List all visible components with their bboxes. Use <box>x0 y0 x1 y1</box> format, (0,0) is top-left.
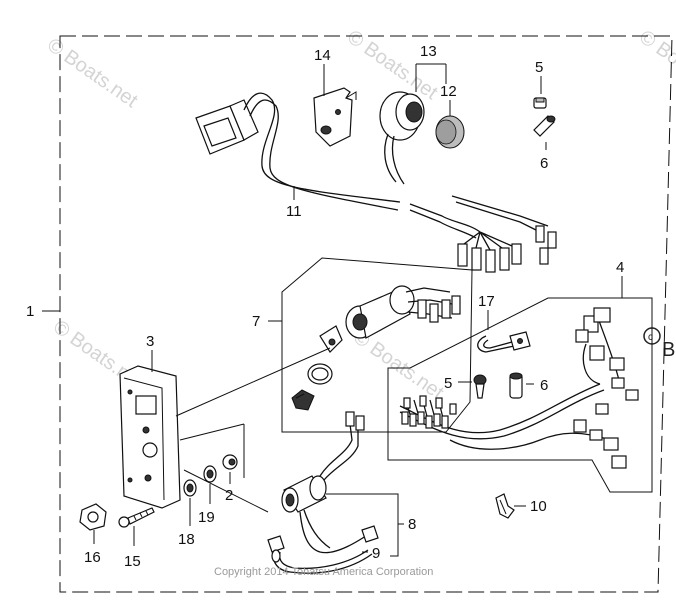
edge-watermark: c B <box>643 327 675 361</box>
alignment-line-lower <box>183 469 269 513</box>
callout-6-middle: 6 <box>540 377 548 394</box>
watermark-group: © Boats.net © Boats.net © Boats.net © Bo… <box>43 26 676 404</box>
alignment-line-middle <box>179 423 245 441</box>
svg-text:B: B <box>662 339 675 361</box>
assembly-boundary <box>59 35 673 593</box>
part-2-bushing <box>222 454 238 470</box>
subassembly-4-boundary <box>387 297 653 493</box>
callout-9: 9 <box>372 545 380 562</box>
callout-10: 10 <box>530 498 547 515</box>
part-4-harness <box>399 307 639 469</box>
part-19-nut <box>203 465 217 483</box>
callout-3: 3 <box>146 333 154 350</box>
svg-text:c: c <box>648 332 653 343</box>
part-15-screw <box>118 507 155 528</box>
callout-19: 19 <box>198 509 215 526</box>
callout-12: 12 <box>440 83 457 100</box>
part-12-cap <box>435 115 465 149</box>
part-5-bolt-top <box>533 97 547 109</box>
leader-13 <box>415 63 447 92</box>
callout-14: 14 <box>314 47 331 64</box>
part-18-washer <box>183 479 197 497</box>
part-10-clip <box>495 493 515 519</box>
part-6-collar-middle <box>509 372 523 399</box>
callout-2: 2 <box>225 487 233 504</box>
part-5-bolt-middle <box>473 374 487 399</box>
callout-16: 16 <box>84 549 101 566</box>
part-16-nut <box>79 503 107 531</box>
part-14-bracket <box>313 87 357 147</box>
part-9-lanyard <box>267 525 379 574</box>
callout-7: 7 <box>252 313 260 330</box>
subassembly-7-boundary <box>281 257 473 433</box>
alignment-line-upper <box>175 347 331 417</box>
part-6-collar-top <box>533 115 556 137</box>
part-17-clamp <box>477 331 531 353</box>
callout-18: 18 <box>178 531 195 548</box>
part-7-key-switch <box>291 285 461 411</box>
callout-1: 1 <box>26 303 34 320</box>
watermark-top-center: © Boats.net <box>343 26 442 104</box>
callout-5-middle: 5 <box>444 375 452 392</box>
copyright-text: Copyright 2014 Tohatsu America Corporati… <box>214 566 433 578</box>
part-13-switch <box>379 91 425 185</box>
callout-8: 8 <box>408 516 416 533</box>
callout-5-top: 5 <box>535 59 543 76</box>
callout-17: 17 <box>478 293 495 310</box>
watermark-top-left: © Boats.net <box>43 34 142 112</box>
part-3-panel <box>119 365 181 509</box>
callout-15: 15 <box>124 553 141 570</box>
callout-4: 4 <box>616 259 624 276</box>
part-11-switch-harness <box>195 92 557 273</box>
callout-6-top: 6 <box>540 155 548 172</box>
callout-11: 11 <box>286 203 302 220</box>
watermark-top-right: © Boats.net <box>635 26 676 104</box>
callout-13: 13 <box>420 43 437 60</box>
part-8-switch <box>281 411 373 554</box>
leader-8 <box>326 493 399 557</box>
